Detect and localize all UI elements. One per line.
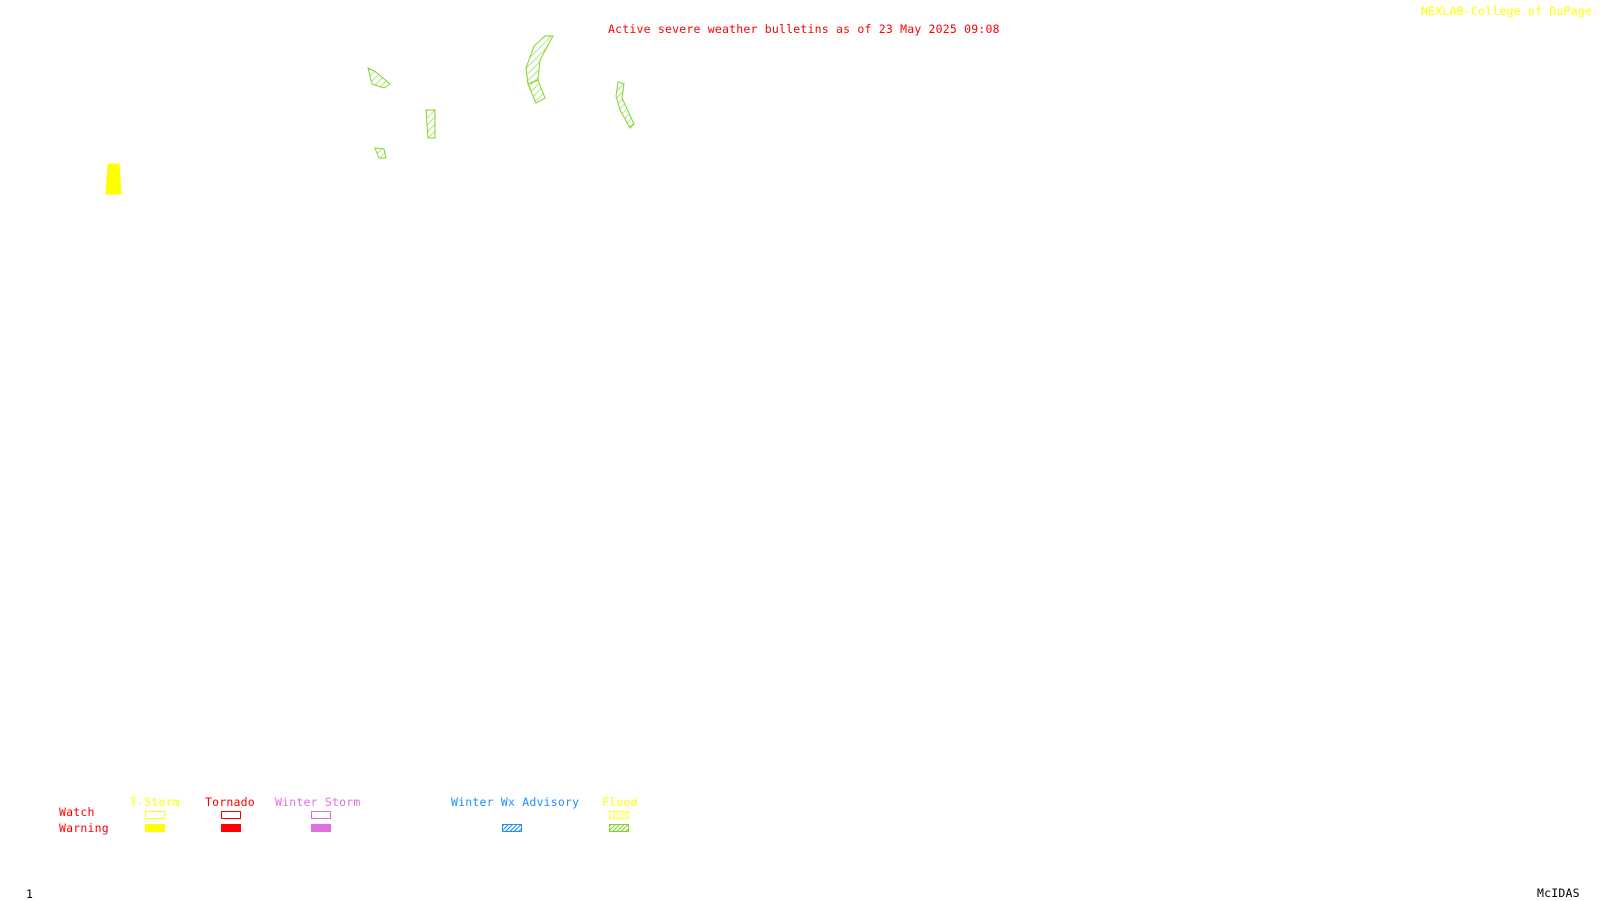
legend-header-winter-storm: Winter Storm (275, 795, 361, 809)
winter-storm-warning-swatch (311, 824, 331, 832)
frame-number: 1 (26, 887, 34, 901)
flood-warning-polygons (367, 35, 635, 159)
tornado-watch-swatch (221, 811, 241, 819)
legend-row-warning: Warning (59, 821, 109, 835)
flood-warning-polygon[interactable] (374, 147, 387, 159)
flood-warning-polygon[interactable] (527, 79, 546, 104)
legend-row-watch: Watch (59, 805, 95, 819)
legend-header-tornado: Tornado (205, 795, 255, 809)
legend-header-winter-wx-advisory: Winter Wx Advisory (451, 795, 580, 809)
bulletin-title: Active severe weather bulletins as of 23… (608, 22, 1000, 36)
legend-header-flood: Flood (602, 795, 638, 809)
software-label: McIDAS (1537, 886, 1580, 900)
flood-warning-polygon[interactable] (425, 109, 436, 139)
winter-storm-watch-swatch (311, 811, 331, 819)
tstorm-warning-polygon[interactable] (105, 163, 122, 195)
flood-warning-swatch (609, 824, 629, 832)
credit-label: NEXLAB-College of DuPage R (1421, 4, 1600, 18)
tornado-warning-swatch (221, 824, 241, 832)
flood-warning-polygon[interactable] (615, 81, 635, 129)
tstorm-warning-swatch (145, 824, 165, 832)
legend-header-tstorm: T-Storm (130, 795, 180, 809)
winter-wx-advisory-swatch (502, 824, 522, 832)
flood-warning-polygon[interactable] (367, 67, 391, 89)
tstorm-watch-swatch (145, 811, 165, 819)
flood-warning-polygon[interactable] (525, 35, 554, 85)
flood-watch-swatch (609, 811, 629, 819)
